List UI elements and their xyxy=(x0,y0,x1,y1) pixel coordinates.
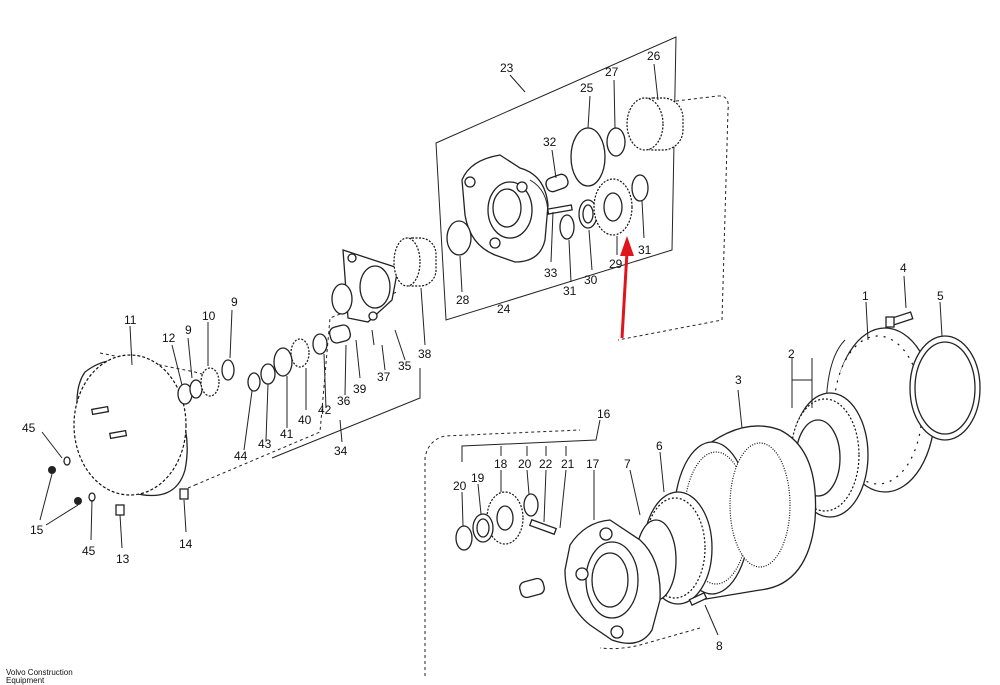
pin-33-part xyxy=(546,204,573,263)
ring-28-part xyxy=(446,220,472,256)
ring-25-part xyxy=(570,127,606,187)
label-part-21: 21 xyxy=(561,457,575,471)
label-part-39: 39 xyxy=(353,382,367,396)
label-part-42: 42 xyxy=(318,403,332,417)
label-part-35: 35 xyxy=(398,359,412,373)
label-part-33: 33 xyxy=(544,266,558,280)
label-part-20a: 20 xyxy=(453,479,467,493)
footer-caption: Volvo Construction Equipment xyxy=(6,669,73,685)
cover-11-part xyxy=(39,309,235,549)
bearing-19-part xyxy=(472,483,494,543)
label-part-23: 23 xyxy=(500,61,514,75)
label-part-31b: 31 xyxy=(638,243,652,257)
planet-gear-18-part xyxy=(486,470,524,545)
washer-20b-part xyxy=(455,525,473,551)
carrier-17-part xyxy=(564,470,661,644)
label-part-7: 7 xyxy=(624,457,631,471)
label-part-11: 11 xyxy=(124,313,137,327)
label-part-29: 29 xyxy=(609,257,623,271)
label-part-14: 14 xyxy=(179,537,193,551)
label-part-27: 27 xyxy=(605,65,619,79)
label-part-45b: 45 xyxy=(82,544,96,558)
planet-gear-29-part xyxy=(593,178,633,255)
label-part-43: 43 xyxy=(258,437,272,451)
pin-21-part xyxy=(519,469,567,599)
seal-5-part xyxy=(909,301,981,441)
middle-stage-assembly xyxy=(194,237,437,486)
lower-assembly-box xyxy=(424,429,701,676)
label-part-31a: 31 xyxy=(563,284,577,298)
label-part-28: 28 xyxy=(456,293,470,307)
label-part-44: 44 xyxy=(234,449,248,463)
label-part-1: 1 xyxy=(862,289,869,303)
label-part-37: 37 xyxy=(377,370,391,384)
label-part-36: 36 xyxy=(337,394,351,408)
washer-27-part xyxy=(606,127,626,157)
label-part-25: 25 xyxy=(580,81,594,95)
label-part-18: 18 xyxy=(494,457,508,471)
pin-22-part xyxy=(528,469,558,536)
washer-20-part xyxy=(523,493,539,517)
label-part-2: 2 xyxy=(788,347,795,361)
label-part-10: 10 xyxy=(202,309,216,323)
label-part-6: 6 xyxy=(656,439,663,453)
label-part-4: 4 xyxy=(900,261,907,275)
part-number-labels: 1 2 3 4 5 6 7 8 9 9 10 11 12 13 14 15 16… xyxy=(22,49,944,653)
label-part-3: 3 xyxy=(735,373,742,387)
bolt-8-part xyxy=(688,592,719,636)
label-part-20b: 20 xyxy=(518,457,532,471)
label-part-9a: 9 xyxy=(185,323,192,337)
label-part-16: 16 xyxy=(597,407,611,421)
highlight-arrow xyxy=(620,236,634,339)
label-part-9b: 9 xyxy=(231,295,238,309)
label-part-40: 40 xyxy=(298,413,312,427)
bracket-16 xyxy=(461,419,601,462)
label-part-15: 15 xyxy=(30,523,44,537)
footer-line-2: Equipment xyxy=(6,676,45,685)
label-part-34: 34 xyxy=(334,444,348,458)
pin-32-part xyxy=(545,149,569,193)
label-part-38: 38 xyxy=(418,347,432,361)
washer-31b-part xyxy=(631,174,649,202)
label-part-22: 22 xyxy=(539,457,553,471)
label-part-12: 12 xyxy=(162,331,176,345)
label-part-45a: 45 xyxy=(22,421,36,435)
label-part-5: 5 xyxy=(937,289,944,303)
planet-carrier-part xyxy=(461,154,549,263)
label-part-41: 41 xyxy=(280,427,294,441)
label-part-8: 8 xyxy=(716,639,723,653)
footer-line-1: Volvo Construction xyxy=(6,668,73,677)
label-part-26: 26 xyxy=(647,49,661,63)
label-part-13: 13 xyxy=(116,552,130,566)
carrier-assembly-box xyxy=(435,36,729,341)
washer-31-part xyxy=(559,214,575,240)
label-part-24: 24 xyxy=(497,302,511,316)
label-part-19: 19 xyxy=(471,471,485,485)
bolt-4-part xyxy=(885,275,914,328)
label-part-17: 17 xyxy=(586,457,600,471)
sun-gear-26-part xyxy=(626,63,684,151)
label-part-30: 30 xyxy=(584,273,598,287)
label-part-32: 32 xyxy=(543,135,557,149)
